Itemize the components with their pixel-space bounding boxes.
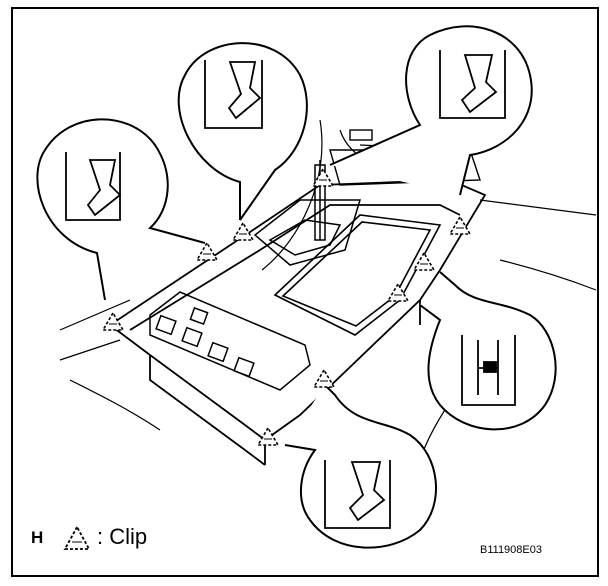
clip-details: [65, 50, 516, 529]
callout-top-middle: [177, 42, 308, 221]
clip-marker: [312, 168, 334, 187]
diagram-frame: [11, 7, 599, 577]
legend-label: : Clip: [97, 524, 148, 549]
shift-lever-area: [253, 160, 362, 266]
center-console: [108, 179, 487, 466]
callout-left: [36, 118, 206, 301]
clip-marker: [387, 283, 409, 302]
reference-code: B111908E03: [480, 544, 542, 556]
switch-panel: [149, 291, 311, 391]
callout-right: [419, 271, 557, 431]
clip-marker: [102, 312, 124, 331]
clip-triangle-icon: [63, 525, 91, 550]
clip-marker: [313, 369, 335, 388]
legend-letter: H: [31, 528, 44, 547]
callout-top-right: [329, 25, 533, 196]
tray-panel: [273, 214, 442, 336]
